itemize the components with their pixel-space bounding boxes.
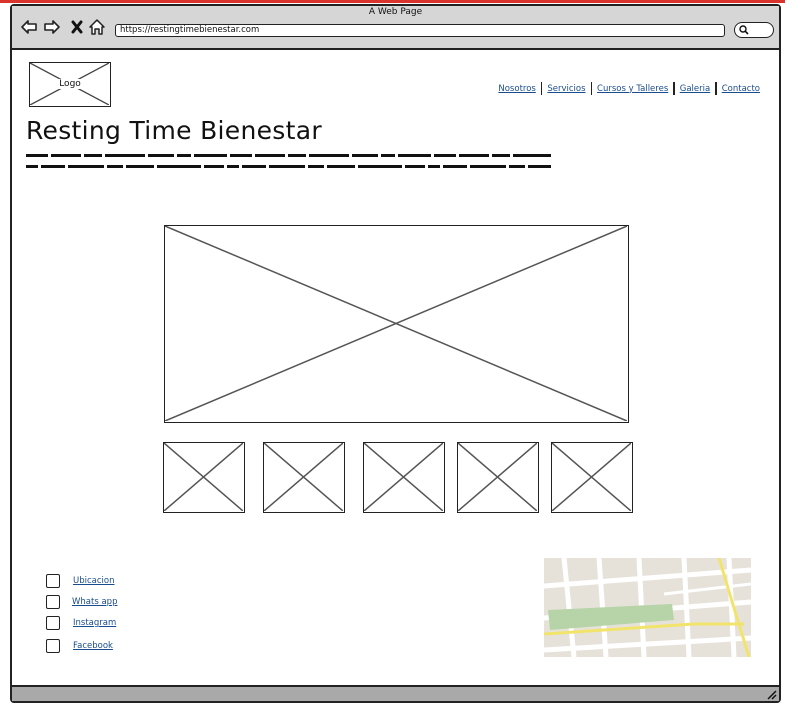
forward-arrow-icon[interactable] [43, 18, 61, 36]
facebook-checkbox[interactable] [46, 639, 60, 653]
nav-link-servicios[interactable]: Servicios [547, 83, 586, 94]
logo-placeholder[interactable]: Logo [29, 62, 111, 107]
browser-toolbar: A Web Page https://restingtimebienestar.… [12, 6, 779, 50]
status-bar [12, 685, 779, 701]
gallery-thumbnail[interactable] [457, 442, 539, 513]
home-icon[interactable] [88, 18, 106, 36]
location-map[interactable] [544, 558, 751, 657]
nav-divider [540, 82, 543, 95]
gallery-thumbnail[interactable] [363, 442, 445, 513]
footer-link-ubicacion[interactable]: Ubicacion [73, 576, 115, 586]
instagram-checkbox[interactable] [46, 616, 60, 630]
hero-image-placeholder[interactable] [164, 225, 629, 423]
ubicacion-checkbox[interactable] [46, 574, 60, 588]
back-arrow-icon[interactable] [20, 18, 38, 36]
nav-divider [715, 82, 717, 95]
browser-window: A Web Page https://restingtimebienestar.… [10, 4, 781, 703]
nav-link-galeria[interactable]: Galeria [679, 83, 711, 94]
footer-link-instagram-row: Instagram [46, 616, 116, 630]
placeholder-text-line [26, 165, 551, 168]
search-icon [739, 25, 749, 35]
page-edge [785, 0, 789, 710]
footer-link-instagram[interactable]: Instagram [73, 618, 117, 628]
nav-link-nosotros[interactable]: Nosotros [498, 83, 536, 94]
footer-link-facebook-row: Facebook [46, 639, 113, 653]
top-accent-strip [0, 0, 789, 3]
page-title: Resting Time Bienestar [26, 116, 322, 145]
search-button[interactable] [734, 22, 774, 38]
footer-link-facebook[interactable]: Facebook [73, 641, 113, 651]
nav-divider [673, 82, 675, 95]
gallery-thumbnail[interactable] [163, 442, 245, 513]
footer-link-whatsapp-row: Whats app [46, 595, 117, 609]
footer-link-ubicacion-row: Ubicacion [46, 574, 114, 588]
close-icon[interactable] [68, 18, 86, 36]
nav-link-cursos-talleres[interactable]: Cursos y Talleres [597, 83, 669, 94]
nav-link-contacto[interactable]: Contacto [721, 83, 760, 94]
window-title: A Web Page [368, 7, 423, 17]
whatsapp-checkbox[interactable] [46, 595, 60, 609]
map-graphic [544, 558, 751, 657]
url-input[interactable]: https://restingtimebienestar.com [115, 24, 725, 37]
logo-label: Logo [57, 79, 83, 89]
footer-link-whatsapp[interactable]: Whats app [72, 597, 118, 607]
nav-divider [590, 82, 593, 95]
gallery-thumbnail[interactable] [263, 442, 345, 513]
main-nav: Nosotros Servicios Cursos y Talleres Gal… [493, 82, 765, 95]
gallery-thumbnail[interactable] [551, 442, 633, 513]
placeholder-text-line [26, 154, 551, 157]
resize-grip-icon[interactable] [765, 688, 777, 700]
